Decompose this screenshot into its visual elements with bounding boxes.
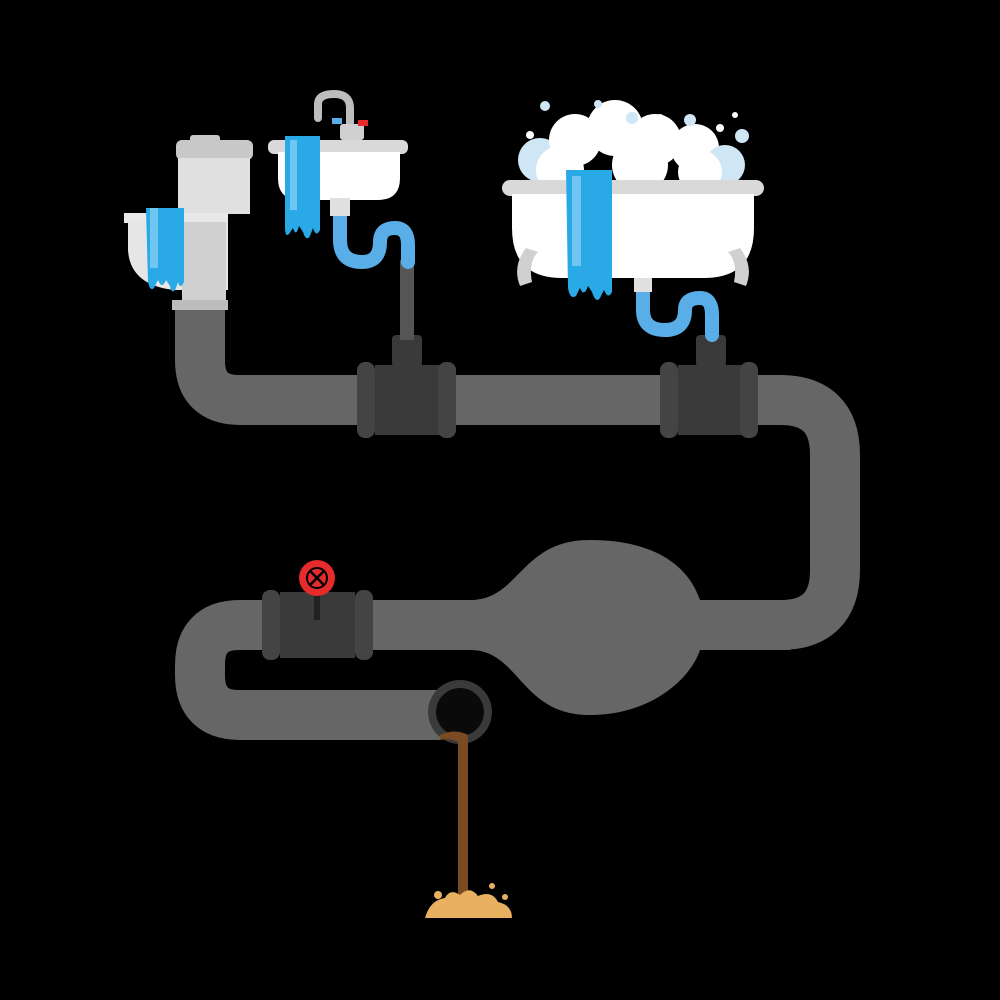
toilet-icon (124, 135, 253, 310)
pipe-bulge (370, 540, 790, 715)
sewage-splash (425, 890, 512, 918)
sink-icon (268, 89, 408, 239)
sink-drain (333, 208, 415, 340)
sewage-stream (425, 731, 512, 918)
faucet-icon (314, 89, 368, 140)
coupling-sink (357, 335, 456, 438)
outlet-pipe-icon (428, 680, 492, 744)
bathtub-drain (636, 283, 719, 342)
valve-closed-icon[interactable] (299, 560, 335, 620)
coupling-bathtub (660, 335, 758, 438)
bathtub-icon (502, 100, 764, 300)
main-pipe (175, 300, 860, 740)
